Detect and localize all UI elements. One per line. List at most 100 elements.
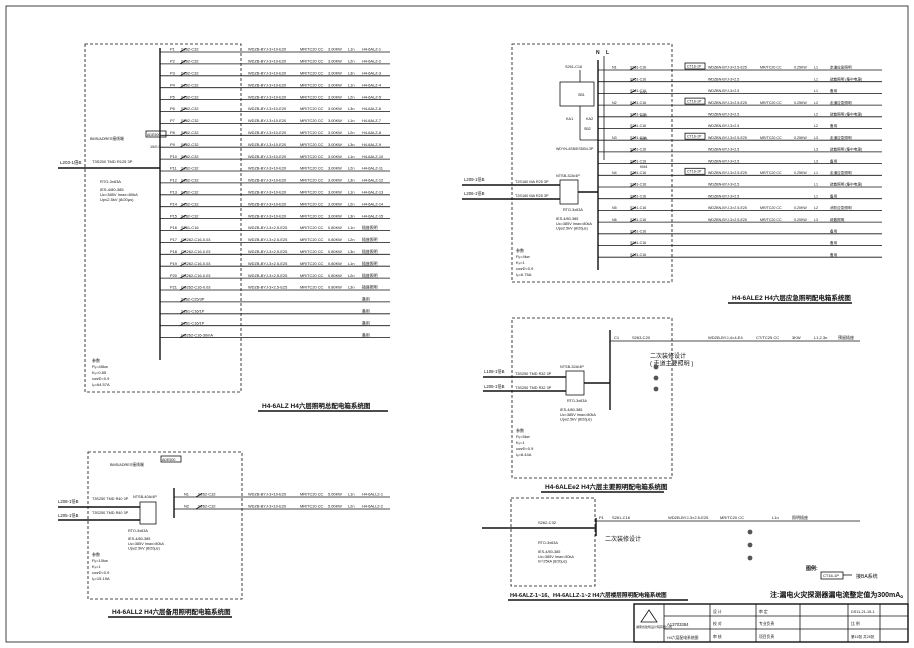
circuit-dest: 疏散照明 <box>830 217 845 222</box>
circuit-type: L2 <box>814 206 818 210</box>
d3-param: 参数 <box>516 247 524 253</box>
circuit-power: 3.00KW <box>328 166 342 171</box>
d4-circuit-method: CT/TC25 CC <box>756 335 779 340</box>
d3-control-box <box>559 81 595 107</box>
breaker-symbol-icon <box>179 226 187 231</box>
circuit-power: 0.25KW <box>794 136 807 140</box>
tb-field: 设 计 <box>713 609 722 614</box>
breaker-symbol-icon <box>179 155 187 160</box>
circuit-breaker: S262-C32 <box>198 504 216 509</box>
circuit-cable: WDZB-BYJ-3×10-E20 <box>248 201 287 206</box>
d4-param: Kₓ=1 <box>516 440 525 445</box>
circuit-breaker: S261-C16/1P <box>181 309 205 314</box>
title-block: 湖南省建筑设计院有限公司 A13703384 H4六层配电系统图 设 计 校 对… <box>633 603 909 643</box>
circuit-breaker: S262-C32 <box>181 82 199 87</box>
d4-incoming-label-2: L205-1倍B <box>484 383 505 390</box>
circuit-id: P1 <box>170 47 175 52</box>
d1-param: Kₓ=0.85 <box>92 370 107 375</box>
legend-symbol: CT16-1P <box>823 573 839 578</box>
circuit-type: L3n <box>348 71 355 76</box>
circuit-type: L3 <box>814 159 818 163</box>
circuit-dest: H4-6ALZ-4 <box>362 82 382 87</box>
tb-sheet: 第15张 共25张 <box>851 634 875 639</box>
circuit-cable: WDZB-BYJ-3×10-E20 <box>248 504 287 509</box>
circuit-type: L2n <box>348 166 355 171</box>
legend: 图例: CT16-1P 接BA系统 <box>806 565 878 580</box>
circuit-id: N1 <box>612 66 617 70</box>
circuit-breaker: S262-C32 <box>181 154 199 159</box>
circuit-method: MR/TC20 CC <box>300 249 324 254</box>
circuit-type: L3 <box>814 136 818 140</box>
circuit-dest: 疏散照明 (集中电源) <box>830 112 862 117</box>
d5-circuit-cable: WDZB-BYJ-3×2.5-E25 <box>668 515 709 520</box>
d3-breaker-1: T2S160 MA R25 3P <box>515 180 549 184</box>
circuit-breaker: S262-C32 <box>181 178 199 183</box>
circuit-method: MR/TC20 CC <box>760 101 782 105</box>
d2-breaker-2: T3S250 TMD R40 3P <box>92 511 129 515</box>
d3-ats-box <box>559 179 579 205</box>
breaker-symbol-icon <box>179 143 187 148</box>
d4-dot <box>653 364 659 370</box>
circuit-type: L1n <box>348 190 355 195</box>
d1-aux-3: 15/0.5 <box>150 145 161 149</box>
circuit-cable: WDZBN-BYJ-3×2.5 <box>708 194 739 198</box>
circuit-id: P19 <box>170 261 177 266</box>
circuit-cable: WDZB-BYJ-3×10-E20 <box>248 154 287 159</box>
circuit-type: L2n <box>348 504 355 509</box>
circuit-power: 3.00KW <box>328 71 342 76</box>
circuit-cable: WDZB-BYJ-3×10-E20 <box>248 130 287 135</box>
circuit-power: 0.25KW <box>794 171 807 175</box>
d4-circuit-cable: WDZB-BYJ-4×4-E4 <box>708 335 744 340</box>
legend-symbol-box <box>820 571 844 580</box>
d4-param: cosΦ=0.9 <box>516 446 534 451</box>
d1-incoming-label: L203-1倍B <box>60 159 82 166</box>
circuit-id: P13 <box>170 190 177 195</box>
circuit-dest: H4-6ALZ-1 <box>362 47 381 52</box>
breaker-symbol-icon <box>179 309 187 315</box>
circuit-method: MR/TC20 CC <box>300 237 324 242</box>
circuit-dest: 走道应急照明 <box>830 100 852 105</box>
relay-box <box>684 132 706 140</box>
d3-incoming-label-2: L206-1倍B <box>464 190 485 197</box>
d4-note: 二次装修设计( 走道主要照明 ) <box>650 352 693 368</box>
d4-breaker-2: T3S250 TMD R32 3P <box>515 386 552 390</box>
circuit-breaker: S262-C32 <box>181 190 199 195</box>
d3-control-label: KA1 <box>566 117 573 121</box>
circuit-type: L2 <box>814 124 818 128</box>
breaker-symbol-icon <box>179 71 187 77</box>
circuit-id: N3 <box>612 136 617 140</box>
d3-control-label: SB2 <box>584 127 591 131</box>
circuit-id: P10 <box>170 154 178 159</box>
circuit-cable: WDZBN-BYJ-3×2.5-E25 <box>708 218 747 222</box>
circuit-method: MR/TC20 CC <box>760 66 782 70</box>
breaker-symbol-icon <box>629 229 637 235</box>
circuit-breaker: S262-C32 <box>181 118 199 123</box>
diagram-h4-6ale2: N L L209-1倍B L206-1倍B T2S160 MA R25 3P T… <box>462 43 882 304</box>
circuit-type: L1n <box>348 118 355 123</box>
circuit-dest: H4-6ALZ-11 <box>362 166 383 171</box>
circuit-relay: CT16-1P <box>687 170 702 174</box>
circuit-power: 3.00KW <box>328 178 342 183</box>
circuit-id: P14 <box>170 201 178 206</box>
circuit-cable: WDZB-BYJ-3×10-E20 <box>248 106 287 111</box>
circuit-cable: WDZBN-BYJ-3×2.5 <box>708 124 739 128</box>
circuit-breaker: S261-C16 <box>181 225 199 230</box>
d2-param: Iₑ=15.19A <box>92 576 110 581</box>
circuit-breaker: S261-C16 <box>630 253 646 257</box>
breaker-symbol-icon <box>179 274 187 279</box>
circuit-type: L1n <box>348 225 355 230</box>
circuit-breaker: S261-C16 <box>630 183 646 187</box>
circuit-breaker: S261-C16 <box>630 148 646 152</box>
circuit-cable: WDZB-BYJ-3×2.5-E25 <box>248 249 287 254</box>
circuit-dest: H4-6ALZ-13 <box>362 190 383 195</box>
d3-n-label: N <box>596 50 600 56</box>
d3-title: H4-6ALE2 H4六层应急照明配电箱系统图 <box>732 293 851 302</box>
circuit-dest: 备用 <box>830 88 838 93</box>
circuit-cable: WDZBN-BYJ-3×2.5 <box>708 159 739 163</box>
circuit-dest: H4-6ALZ-3 <box>362 71 381 76</box>
circuit-dest: 备用 <box>830 229 838 234</box>
circuit-dest: H4-6ALZ-2 <box>362 59 381 64</box>
circuit-power: 3.00KW <box>328 118 342 123</box>
